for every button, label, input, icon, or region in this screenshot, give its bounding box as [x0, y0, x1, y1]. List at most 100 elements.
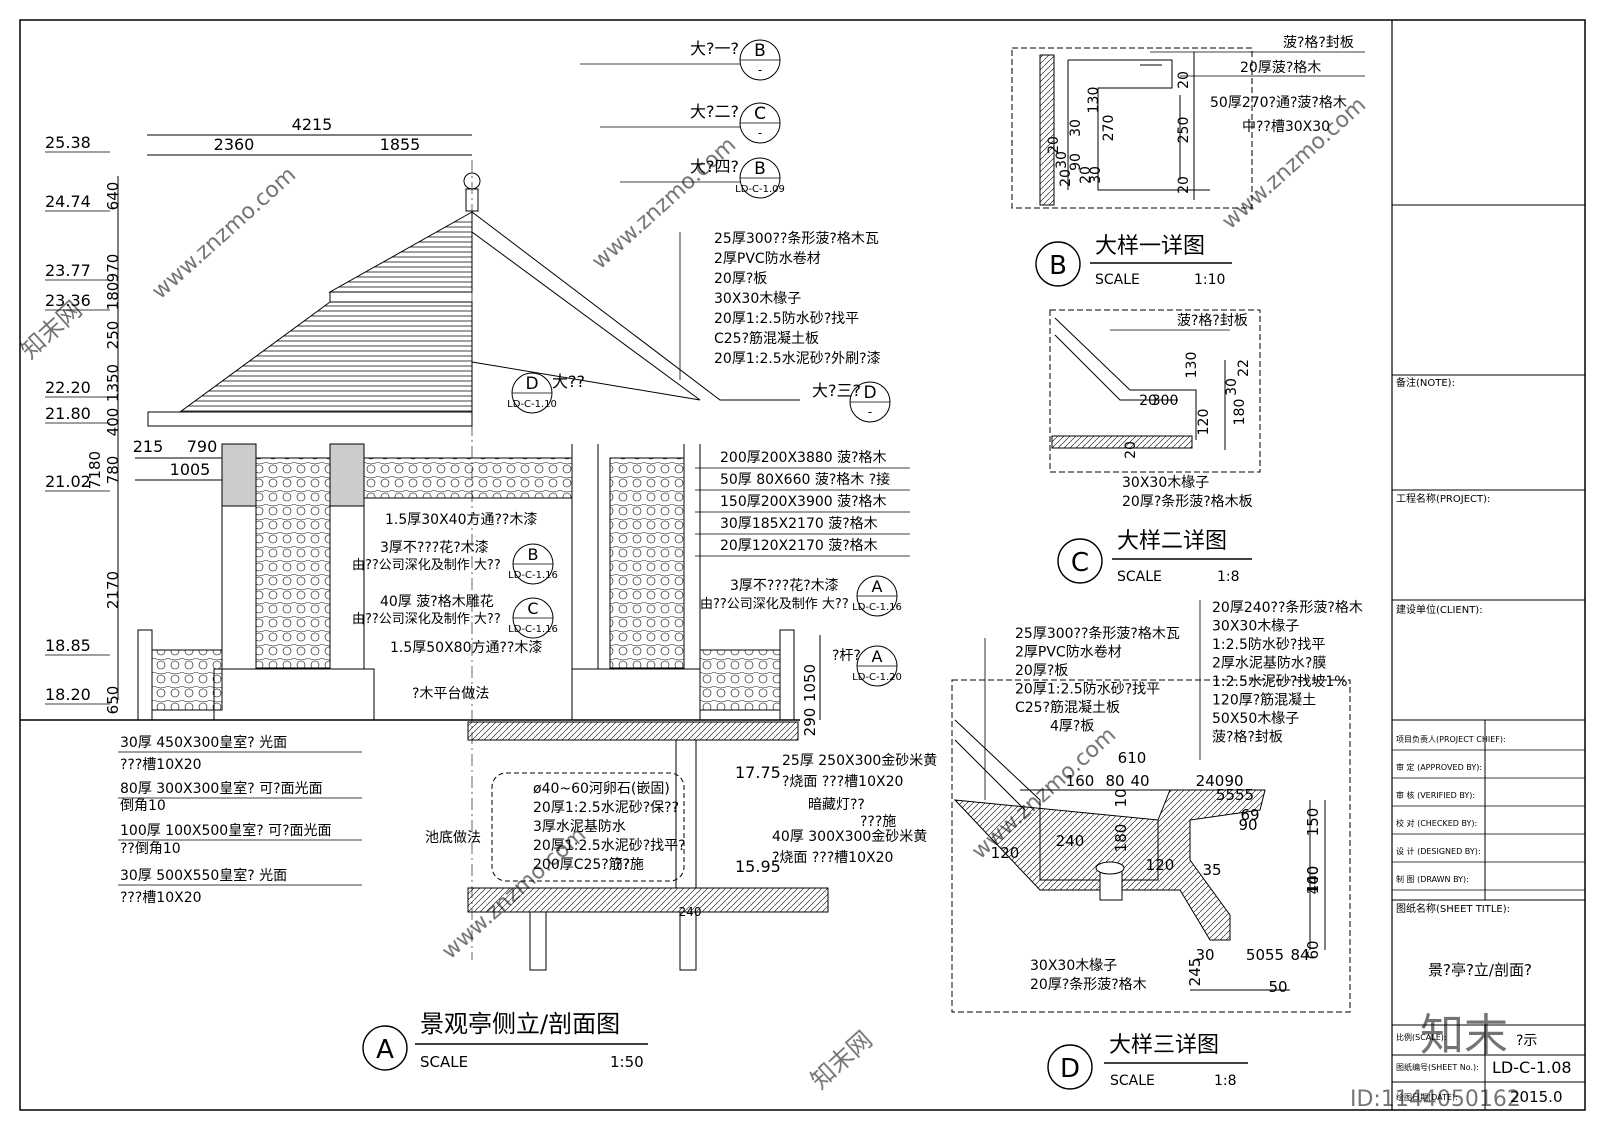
- vertical-dimension: 650: [104, 686, 122, 715]
- detail-d-dimension: 5055: [1246, 946, 1284, 964]
- detail-d-dimension: 90: [1224, 772, 1243, 790]
- detail-b-note: 菠?格?封板: [1283, 35, 1354, 51]
- detail-c-dimension: 20: [1139, 393, 1157, 409]
- floor-finish-note: 倒角10: [120, 798, 166, 814]
- tb-scale-label: 比例(SCALE):: [1396, 1032, 1447, 1042]
- detail-callout-sheet: LD-C-1.16: [508, 624, 558, 635]
- detail-callout-sheet: LD-C-1.10: [507, 399, 557, 410]
- horizontal-dimension: 790: [187, 437, 218, 456]
- fabrication-note: 由??公司深化及制作 大??: [700, 597, 849, 612]
- detail-b: [1011, 47, 1253, 209]
- floor-finish-note: 30厚 450X300皇室? 光面: [120, 734, 287, 751]
- detail-b-dimension: 30: [1054, 151, 1070, 169]
- floor-finish-note: ???槽10X20: [120, 890, 202, 906]
- detail-b-dimension: 20: [1176, 176, 1192, 194]
- detail-b-dimension: 20: [1058, 169, 1074, 187]
- detail-d-title: D 大样三详图 SCALE 1:8: [1047, 1033, 1248, 1090]
- vertical-dimension: 970: [104, 254, 122, 283]
- detail-c-dimension: 22: [1236, 359, 1252, 377]
- horizontal-dimension: 240: [679, 905, 702, 919]
- detail-b-dimension: 20: [1046, 136, 1062, 154]
- detail-d-dimension: 60: [1304, 940, 1322, 959]
- finish-note: 1.5厚50X80方通??木漆: [390, 640, 542, 656]
- watermark-site-3: www.znzmo.com: [1217, 92, 1371, 234]
- stone-finish-note: ?烧面 ???槽10X20: [782, 774, 903, 790]
- detail-callout-letter: B: [754, 41, 766, 61]
- detail-d-note-right: 120厚?筋混凝土: [1212, 692, 1316, 709]
- horizontal-dimension: 215: [133, 437, 164, 456]
- tb-sheet-no-label: 图纸编号(SHEET No.):: [1396, 1062, 1479, 1072]
- detail-callout-sheet: -: [758, 126, 762, 140]
- detail-c: [1049, 309, 1261, 473]
- watermark-id: ID:1144050162: [1350, 1087, 1521, 1112]
- detail-c-scale-word: SCALE: [1117, 569, 1162, 585]
- vertical-dimension: 250: [104, 321, 122, 350]
- roof-layer-note: 2厚PVC防水卷材: [714, 251, 821, 267]
- detail-c-dimension: 300: [1152, 393, 1179, 409]
- floor-finish-note: 80厚 300X300皇室? 可?面光面: [120, 780, 323, 797]
- finish-note: 3厚不???花?木漆: [730, 578, 839, 594]
- pool-layer-note: ø40~60河卵石(嵌固): [533, 781, 670, 797]
- elevation-mark: 25.38: [45, 133, 91, 152]
- detail-d-note-bottom: 20厚?条形菠?格木: [1030, 976, 1147, 993]
- detail-d-dimension: 5555: [1216, 786, 1254, 804]
- detail-callout-letter: A: [872, 577, 883, 596]
- elevation-annotations: 25.3824.7423.7723.3622.2021.8021.0218.85…: [45, 39, 937, 919]
- detail-callout-letter: D: [863, 383, 876, 403]
- finish-note: 3厚不???花?木漆: [380, 540, 489, 556]
- detail-c-dimension: 30: [1224, 378, 1240, 396]
- detail-callout-sheet: LD-C-1.20: [852, 672, 902, 683]
- vertical-dimension: 290: [801, 708, 819, 737]
- detail-c-dimension: 180: [1232, 399, 1248, 426]
- detail-b-scale: 1:10: [1194, 272, 1225, 288]
- horizontal-dimension: 4215: [292, 115, 333, 134]
- pool-layer-note: ??施: [615, 857, 644, 873]
- detail-d: [951, 679, 1351, 1013]
- pool-layer-note: 200厚C25?筋?: [533, 856, 630, 873]
- elevation-mark: 18.85: [45, 636, 91, 655]
- vertical-dimension: 640: [104, 182, 122, 211]
- detail-c-dimension: 130: [1184, 352, 1200, 379]
- detail-callout-letter: C: [754, 104, 766, 124]
- elevation-mark: 23.36: [45, 291, 91, 310]
- detail-b-dimension: 250: [1176, 117, 1192, 144]
- horizontal-dimension: 2360: [214, 135, 255, 154]
- stone-finish-note: 40厚 300X300金砂米黄: [772, 828, 927, 845]
- detail-callout-letter: A: [872, 647, 883, 666]
- detail-c-title-text: 大样二详图: [1117, 529, 1227, 554]
- detail-callout-sheet: LD-C-1.16: [508, 570, 558, 581]
- tb-role-label: 校 对 (CHECKED BY):: [1396, 818, 1477, 828]
- detail-callout-letter: B: [528, 545, 539, 564]
- tb-role-label: 审 核 (VERIFIED BY):: [1396, 790, 1475, 800]
- stone-finish-note: 25厚 250X300金砂米黄: [782, 752, 937, 769]
- detail-d-dimension: 40: [1130, 772, 1149, 790]
- tb-role-label: 项目负责人(PROJECT CHIEF):: [1396, 734, 1506, 744]
- elevation-mark: 23.77: [45, 261, 91, 280]
- tb-sheet-no: LD-C-1.08: [1492, 1058, 1572, 1077]
- detail-d-note-right: 2厚水泥基防水?膜: [1212, 655, 1326, 672]
- detail-d-dimension: 30: [1195, 946, 1214, 964]
- detail-d-dimension: 50: [1268, 978, 1287, 996]
- detail-d-dimension: 150: [1304, 808, 1322, 837]
- pool-layer-note: 3厚水泥基防水: [533, 818, 626, 835]
- title-block: [1392, 204, 1585, 1110]
- horizontal-dimension: 1005: [170, 460, 211, 479]
- detail-c-note: 30X30木椽子: [1122, 475, 1209, 491]
- vertical-dimension: 780: [104, 456, 122, 485]
- detail-d-scale: 1:8: [1214, 1073, 1237, 1089]
- detail-d-note-left: 20厚1:2.5防水砂?找平: [1015, 682, 1160, 698]
- detail-b-dimension: 30: [1068, 119, 1084, 137]
- tb-role-label: 设 计 (DESIGNED BY):: [1396, 846, 1481, 856]
- detail-b-dimension: 90: [1068, 153, 1084, 171]
- title-block-text: 项目负责人(PROJECT CHIEF):审 定 (APPROVED BY):审…: [1392, 734, 1585, 891]
- stone-finish-note: ???施: [860, 814, 896, 830]
- detail-d-dimension: 80: [1105, 772, 1124, 790]
- main-scale-word: SCALE: [420, 1053, 468, 1071]
- detail-d-dimension: 35: [1202, 861, 1221, 879]
- beam-member-note: 200厚200X3880 菠?格木: [720, 450, 887, 466]
- roof-layer-note: 20厚1:2.5水泥砂?外刷?漆: [714, 351, 881, 367]
- detail-d-note-right: 20厚240??条形菠?格木: [1212, 599, 1363, 616]
- detail-d-note-right: 1:2.5水泥砂?找坡1%: [1212, 674, 1348, 690]
- vertical-dimension: 180: [104, 282, 122, 311]
